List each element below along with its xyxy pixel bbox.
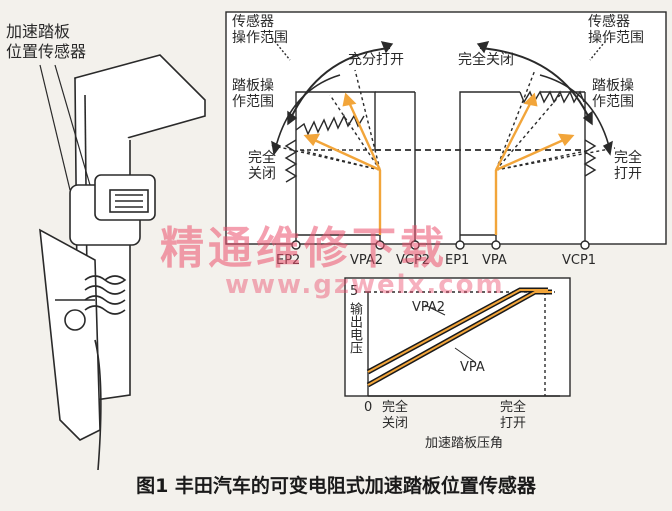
left-sensor-range-line2: 操作范围: [232, 30, 288, 46]
output-graph: [344, 277, 571, 397]
left-pedal-range-label: 踏板操 作范围: [232, 78, 274, 110]
graph-x-tick-open: 完全 打开: [500, 400, 526, 432]
graph-x-tick-closed: 完全 关闭: [382, 400, 408, 432]
right-sensor-range-label: 传感器 操作范围: [588, 14, 644, 46]
right-fully-open-line2: 打开: [614, 166, 642, 182]
watermark-text: 精通维修下载: [160, 223, 448, 274]
right-fully-open-label: 完全 打开: [614, 150, 642, 182]
right-fully-closed-label: 完全关闭: [458, 52, 514, 68]
left-pedal-range-line1: 踏板操: [232, 78, 274, 94]
terminal-node-ep1: [455, 240, 465, 250]
terminal-node-ep2: [291, 240, 301, 250]
left-fully-open-label: 充分打开: [348, 52, 404, 68]
graph-x-tick-open-line1: 完全: [500, 400, 527, 415]
right-pedal-range-label: 踏板操 作范围: [592, 78, 634, 110]
sensor-label: 加速踏板 位置传感器: [6, 22, 86, 62]
terminal-vcp2: VCP2: [396, 253, 431, 268]
graph-series-vpa: VPA: [460, 360, 485, 375]
terminal-nodes: [291, 240, 590, 250]
terminal-vpa: VPA: [482, 253, 507, 268]
pedal-sensor-illustration: [39, 54, 206, 471]
left-fully-closed-line2: 关闭: [248, 166, 276, 182]
graph-series-vpa2: VPA2: [412, 300, 446, 315]
terminal-ep2: EP2: [276, 253, 301, 268]
terminal-vpa2: VPA2: [350, 253, 384, 268]
right-sensor-range-line2: 操作范围: [588, 30, 644, 46]
left-fully-closed-label: 完全 关闭: [248, 150, 276, 182]
graph-x-label: 加速踏板压角: [425, 436, 504, 451]
right-pedal-range-line2: 作范围: [592, 94, 634, 110]
terminal-vcp1: VCP1: [562, 253, 597, 268]
terminal-node-vpa2: [375, 240, 385, 250]
terminal-node-vcp2: [410, 240, 420, 250]
right-pedal-range-line1: 踏板操: [592, 78, 634, 94]
schematic-box: [225, 11, 667, 245]
graph-x-tick-open-line2: 打开: [500, 416, 527, 431]
figure-caption: 图1 丰田汽车的可变电阻式加速踏板位置传感器: [136, 475, 536, 497]
left-fully-closed-line1: 完全: [248, 150, 276, 166]
right-sensor-range-line1: 传感器: [588, 14, 630, 30]
watermark-url: www.gzweix.com: [225, 270, 505, 300]
graph-origin: 0: [364, 400, 373, 415]
graph-y-max: 5: [350, 284, 359, 299]
wiper-arrows: [303, 92, 575, 235]
sensor-label-line1: 加速踏板: [6, 22, 71, 41]
sensor-label-line2: 位置传感器: [6, 42, 87, 61]
left-sensor-range-label: 传感器 操作范围: [232, 14, 288, 46]
left-pedal-range-line2: 作范围: [232, 94, 274, 110]
terminal-node-vpa: [491, 240, 501, 250]
left-sensor-range-line1: 传感器: [232, 14, 274, 30]
terminal-ep1: EP1: [445, 253, 470, 268]
graph-x-tick-closed-line1: 完全: [382, 400, 409, 415]
terminal-node-vcp1: [580, 240, 590, 250]
graph-x-tick-closed-line2: 关闭: [382, 416, 409, 431]
right-fully-open-line1: 完全: [614, 150, 642, 166]
graph-y-label: 输出电压: [347, 302, 362, 354]
